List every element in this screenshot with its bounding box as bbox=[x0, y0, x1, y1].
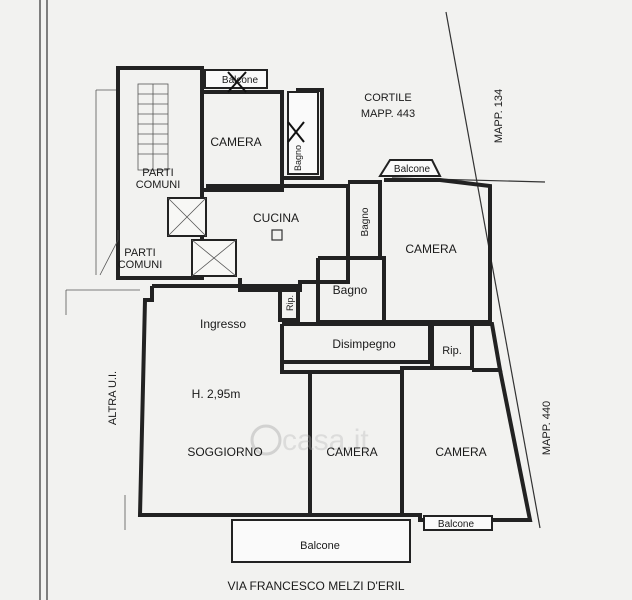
demolition-marks bbox=[227, 71, 305, 143]
watermark-logo-icon bbox=[250, 424, 282, 456]
camera-mid-walls bbox=[236, 366, 432, 517]
balconies bbox=[204, 69, 493, 563]
soggiorno-right-wall bbox=[280, 324, 312, 515]
label-parti-comuni-2-line2: COMUNI bbox=[118, 259, 163, 271]
label-mapp-443: MAPP. 443 bbox=[361, 108, 415, 120]
shaft-cross bbox=[167, 197, 207, 237]
label-soggiorno: SOGGIORNO bbox=[187, 445, 262, 459]
label-camera-bottom-right: CAMERA bbox=[435, 445, 486, 459]
balcony-right bbox=[378, 159, 442, 177]
site-lines bbox=[39, 0, 546, 600]
label-mapp-440: MAPP. 440 bbox=[541, 401, 553, 455]
walls bbox=[137, 88, 533, 522]
bagno-small-balcony-area bbox=[287, 91, 319, 175]
balcony-labels: Balcone Balcone Balcone Balcone bbox=[222, 75, 475, 552]
ripostiglio-walls bbox=[430, 322, 474, 370]
label-street: VIA FRANCESCO MELZI D'ERIL bbox=[228, 579, 405, 593]
label-bagno-small: Bagno bbox=[293, 145, 303, 171]
balcony-top bbox=[204, 69, 268, 89]
watermark-text: casa.it bbox=[282, 424, 369, 457]
label-parti-comuni-1-line1: PARTI bbox=[142, 167, 173, 179]
watermark: casa.it bbox=[250, 424, 369, 457]
label-camera-right: CAMERA bbox=[405, 242, 456, 256]
label-balcone-bottom-right: Balcone bbox=[438, 519, 475, 530]
cross-mark bbox=[227, 71, 247, 93]
label-ripostiglio-small: Rip. bbox=[285, 295, 295, 311]
label-parti-comuni-1-line2: COMUNI bbox=[136, 179, 181, 191]
label-mapp-134: MAPP. 134 bbox=[493, 89, 505, 143]
label-bagno-main: Bagno bbox=[333, 283, 368, 297]
label-height: H. 2,95m bbox=[192, 387, 241, 401]
label-bagno-top: Bagno bbox=[360, 207, 371, 236]
kitchen-column bbox=[271, 229, 283, 241]
label-altra-ui: ALTRA U.I. bbox=[107, 371, 119, 425]
label-camera-mid: CAMERA bbox=[326, 445, 377, 459]
label-cucina: CUCINA bbox=[253, 211, 299, 225]
label-balcone-bottom: Balcone bbox=[300, 540, 340, 552]
stair-core bbox=[99, 66, 237, 280]
label-camera-top: CAMERA bbox=[210, 135, 261, 149]
shaft-cross bbox=[191, 239, 237, 277]
cross-mark bbox=[287, 121, 305, 143]
soggiorno-left-wall bbox=[137, 286, 236, 517]
stair-wall-slope bbox=[99, 230, 119, 276]
label-balcone-right: Balcone bbox=[394, 164, 431, 175]
label-balcone-top: Balcone bbox=[222, 75, 259, 86]
surrounding-labels: CORTILE MAPP. 443 MAPP. 134 MAPP. 440 AL… bbox=[107, 89, 553, 593]
rip-side-walls bbox=[472, 322, 503, 372]
bagno-small-walls bbox=[202, 88, 324, 180]
balcony-bottom-right bbox=[423, 515, 493, 531]
label-ripostiglio: Rip. bbox=[442, 345, 462, 357]
ripostiglio-small-walls bbox=[278, 284, 300, 322]
camera-bottom-right-walls bbox=[402, 369, 533, 522]
label-parti-comuni-2-line1: PARTI bbox=[124, 247, 155, 259]
balcony-bottom bbox=[231, 519, 411, 563]
label-disimpegno: Disimpegno bbox=[332, 337, 396, 351]
label-ingresso: Ingresso bbox=[200, 317, 246, 331]
cucina-walls bbox=[206, 184, 350, 292]
room-labels: CAMERA Bagno CUCINA Bagno CAMERA Bagno R… bbox=[118, 135, 487, 459]
boundary-line-right bbox=[445, 11, 541, 529]
label-cortile: CORTILE bbox=[364, 92, 411, 104]
